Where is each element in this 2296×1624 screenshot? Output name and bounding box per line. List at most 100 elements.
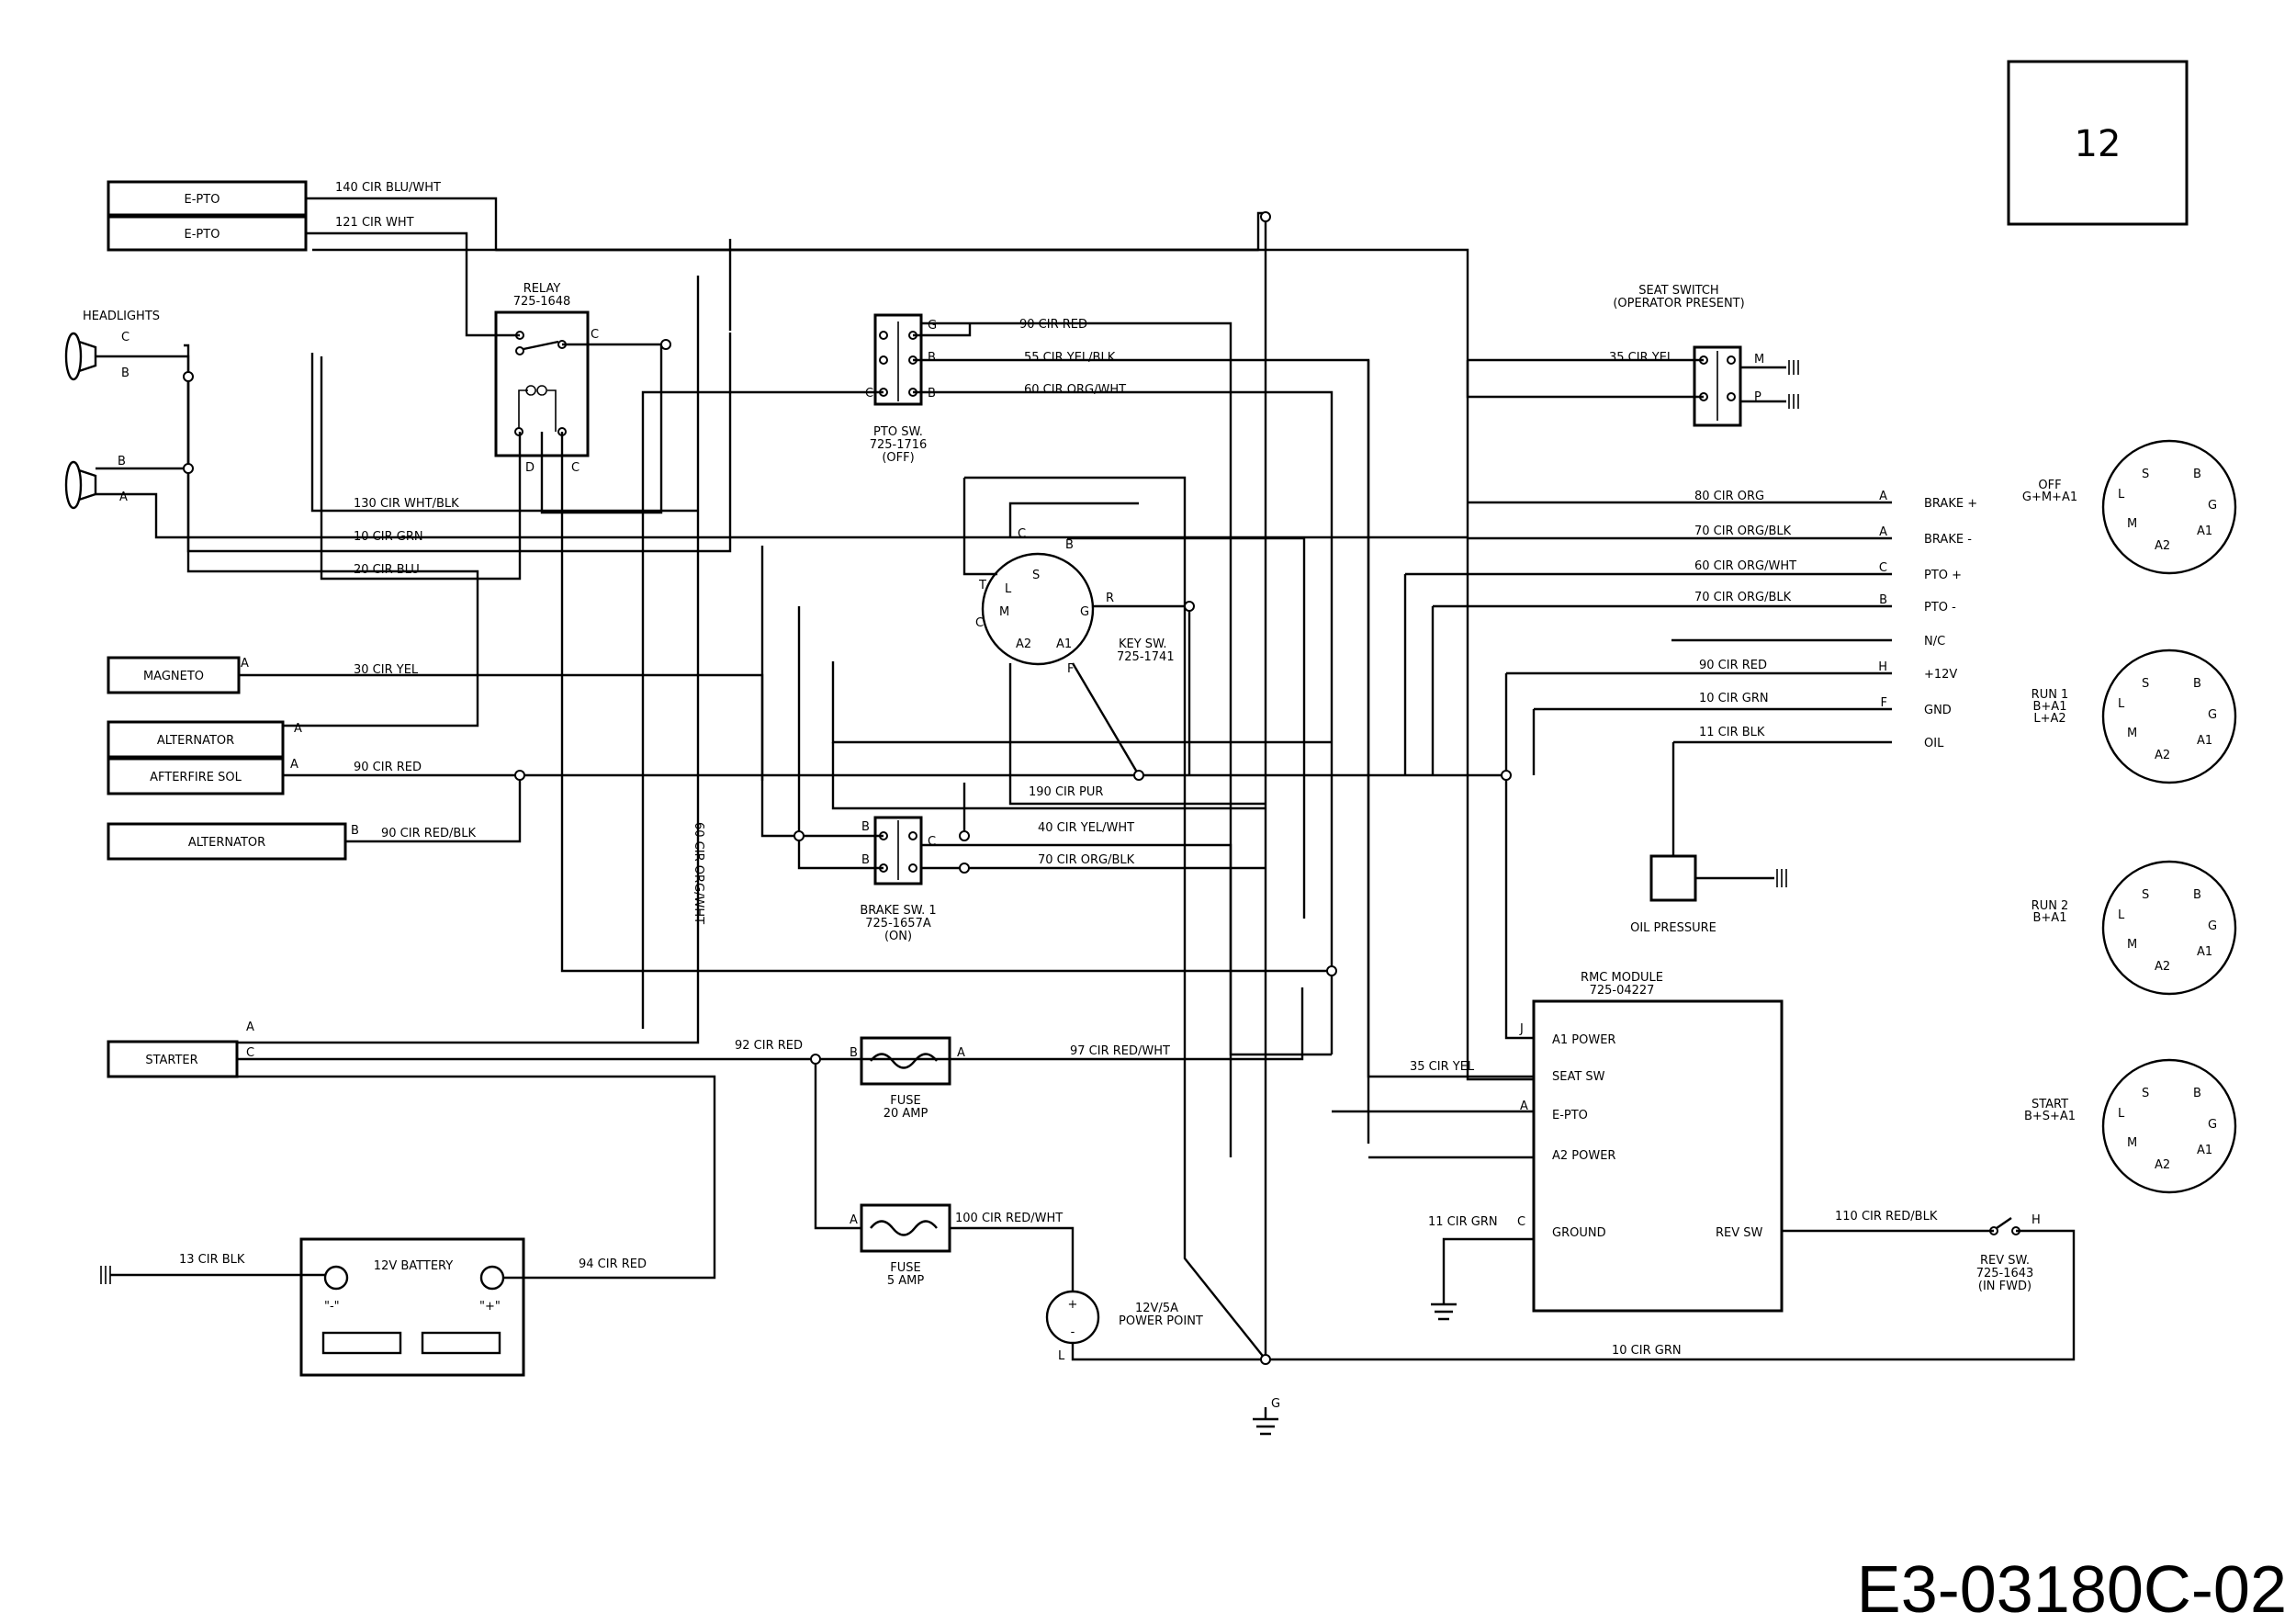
- key-terminal-label: A2: [2155, 749, 2170, 762]
- svg-text:M: M: [1754, 353, 1764, 367]
- svg-text:55 CIR YEL/BLK: 55 CIR YEL/BLK: [1024, 351, 1116, 365]
- svg-text:35 CIR YEL: 35 CIR YEL: [1410, 1060, 1475, 1074]
- svg-text:97 CIR RED/WHT: 97 CIR RED/WHT: [1070, 1044, 1170, 1058]
- pin-label: C: [121, 331, 129, 344]
- svg-text:725-1741: 725-1741: [1117, 650, 1175, 664]
- svg-text:G: G: [1080, 605, 1089, 619]
- svg-text:T: T: [978, 579, 986, 592]
- svg-text:E-PTO: E-PTO: [185, 193, 220, 207]
- svg-text:A1: A1: [1056, 637, 1072, 651]
- svg-text:725-1657A: 725-1657A: [865, 917, 931, 930]
- ground-icon: [1431, 1295, 1457, 1321]
- connector-label: GND: [1924, 704, 1952, 717]
- svg-text:90 CIR RED: 90 CIR RED: [1699, 659, 1767, 672]
- rev-switch: H REV SW. 725-1643 (IN FWD): [1976, 1213, 2041, 1293]
- svg-text:B: B: [850, 1046, 858, 1060]
- key-terminal-label: S: [2142, 888, 2149, 902]
- key-terminal-label: L: [2118, 488, 2125, 502]
- svg-text:(OFF): (OFF): [882, 451, 914, 465]
- afterfire-sol-box: AFTERFIRE SOL: [107, 757, 285, 795]
- svg-text:B: B: [928, 351, 936, 365]
- page-number: 12: [2075, 123, 2122, 165]
- pin-label: B: [118, 455, 126, 468]
- key-terminal-label: M: [2127, 1136, 2137, 1150]
- alternator-2-box: ALTERNATOR: [107, 822, 347, 861]
- key-position-label: B+S+A1: [2024, 1110, 2076, 1123]
- connector-row: N/C: [1924, 635, 1945, 648]
- svg-text:R: R: [1106, 592, 1114, 605]
- pto-switch: G B B C PTO SW. 725-1716 (OFF): [865, 313, 937, 465]
- svg-text:SEAT SWITCH: SEAT SWITCH: [1638, 284, 1718, 298]
- key-terminal-label: A1: [2197, 524, 2212, 538]
- svg-text:KEY SW.: KEY SW.: [1119, 637, 1167, 651]
- svg-text:90 CIR RED/BLK: 90 CIR RED/BLK: [381, 827, 477, 840]
- oil-pressure-sensor: OIL PRESSURE: [1630, 854, 1787, 935]
- brake-switch: B B C BRAKE SW. 1 725-1657A (ON): [860, 816, 937, 943]
- svg-text:110 CIR RED/BLK: 110 CIR RED/BLK: [1835, 1210, 1938, 1224]
- relay: RELAY 725-1648 C D C: [494, 282, 599, 475]
- rmc-module: RMC MODULE 725-04227 A1 POWER SEAT SW E-…: [1517, 971, 1784, 1313]
- pin-label: B: [121, 367, 129, 380]
- svg-text:"-": "-": [324, 1300, 340, 1314]
- key-position-label: B+A1: [2033, 911, 2067, 925]
- pin-label: A: [294, 722, 302, 736]
- svg-text:A: A: [957, 1046, 965, 1060]
- svg-text:C: C: [1517, 1215, 1525, 1229]
- key-position-label: START: [2032, 1098, 2068, 1111]
- connector-label: PTO +: [1924, 569, 1962, 582]
- svg-text:A: A: [1520, 1100, 1528, 1113]
- svg-text:OIL PRESSURE: OIL PRESSURE: [1630, 921, 1716, 935]
- svg-text:M: M: [999, 605, 1009, 619]
- svg-text:100 CIR RED/WHT: 100 CIR RED/WHT: [955, 1212, 1063, 1225]
- key-terminal-label: B: [2193, 468, 2201, 481]
- svg-text:GROUND: GROUND: [1552, 1226, 1606, 1240]
- key-terminal-label: G: [2208, 1118, 2217, 1132]
- svg-text:E-PTO: E-PTO: [185, 228, 220, 242]
- pin-label: B: [351, 824, 359, 838]
- connector-label: +12V: [1924, 668, 1957, 682]
- svg-text:REV SW.: REV SW.: [1980, 1254, 2030, 1268]
- svg-text:11 CIR GRN: 11 CIR GRN: [1428, 1215, 1498, 1229]
- key-terminal-label: G: [2208, 919, 2217, 933]
- svg-text:C: C: [1018, 527, 1026, 541]
- svg-text:C: C: [571, 461, 580, 475]
- svg-text:RMC MODULE: RMC MODULE: [1581, 971, 1663, 985]
- connector-label: N/C: [1924, 635, 1945, 648]
- wire-labels: 140 CIR BLU/WHT 121 CIR WHT 90 CIR RED 5…: [179, 181, 1938, 1358]
- svg-text:725-1643: 725-1643: [1976, 1267, 2034, 1280]
- svg-text:725-04227: 725-04227: [1590, 984, 1655, 998]
- svg-text:SEAT SW: SEAT SW: [1552, 1070, 1605, 1084]
- key-terminal-label: B: [2193, 1087, 2201, 1100]
- pin-label: A: [290, 758, 298, 772]
- key-terminal-label: A2: [2155, 960, 2170, 974]
- key-terminal-label: A2: [2155, 1158, 2170, 1172]
- drawing-code: E3-03180C-02: [1857, 1553, 2287, 1624]
- svg-text:10 CIR GRN: 10 CIR GRN: [354, 530, 423, 544]
- seat-switch: SEAT SWITCH (OPERATOR PRESENT) M P: [1613, 284, 1799, 427]
- svg-text:10 CIR GRN: 10 CIR GRN: [1612, 1344, 1682, 1358]
- connector-pin: H: [1878, 660, 1887, 674]
- key-terminal-label: A1: [2197, 945, 2212, 959]
- ground-icon: G: [1253, 1397, 1280, 1436]
- svg-text:A: A: [850, 1213, 858, 1227]
- svg-text:B: B: [861, 820, 870, 834]
- key-terminal-label: S: [2142, 468, 2149, 481]
- svg-text:40 CIR YEL/WHT: 40 CIR YEL/WHT: [1038, 821, 1134, 835]
- pin-label: A: [241, 657, 249, 671]
- key-terminal-label: S: [2142, 1087, 2149, 1100]
- svg-text:(ON): (ON): [884, 930, 912, 943]
- connector-pin: B: [1879, 593, 1887, 607]
- svg-text:B: B: [861, 853, 870, 867]
- svg-text:"+": "+": [479, 1300, 501, 1314]
- svg-text:FUSE: FUSE: [890, 1094, 920, 1108]
- svg-text:12V/5A: 12V/5A: [1135, 1302, 1178, 1315]
- key-terminal-label: B: [2193, 677, 2201, 691]
- svg-text:(OPERATOR PRESENT): (OPERATOR PRESENT): [1613, 297, 1744, 310]
- key-terminal-label: G: [2208, 708, 2217, 722]
